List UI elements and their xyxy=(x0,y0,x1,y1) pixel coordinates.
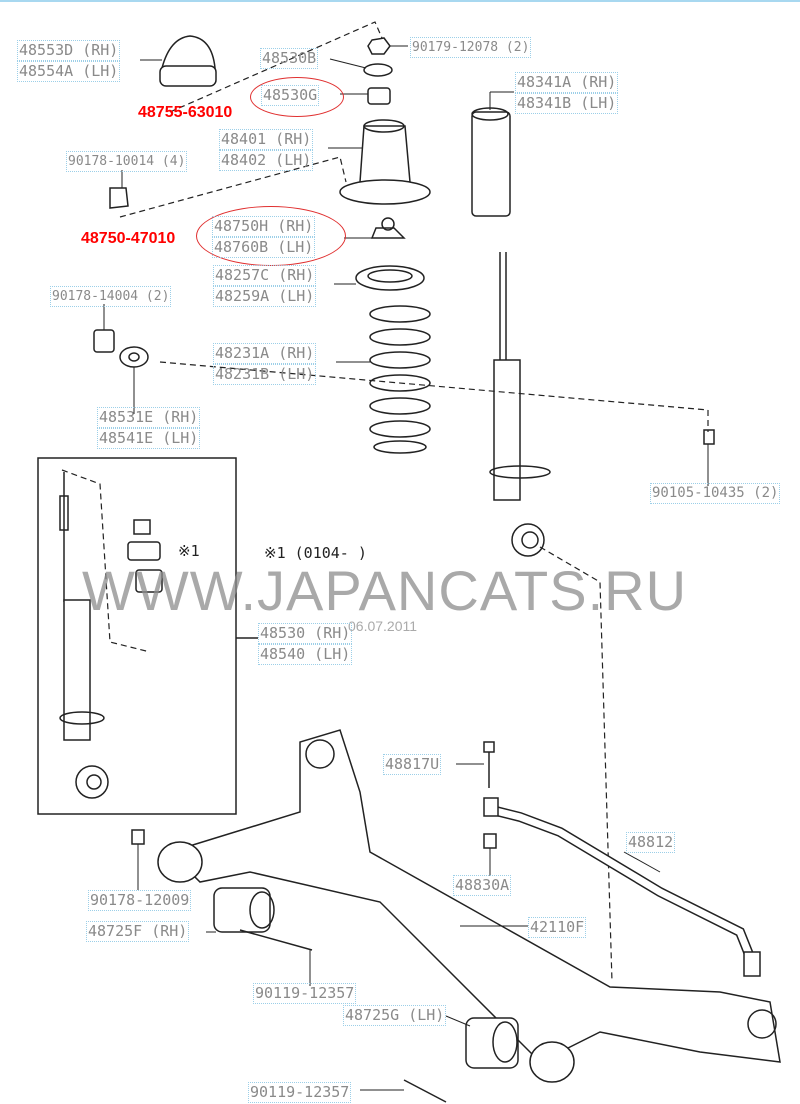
coil-spring-part xyxy=(369,305,431,454)
red-part-number[interactable]: 48750-47010 xyxy=(81,230,176,247)
part-label-48817u[interactable]: 48817U xyxy=(383,754,442,775)
spring-seat-part xyxy=(355,265,425,291)
part-label-48830a[interactable]: 48830A xyxy=(453,875,512,896)
part-label-90105[interactable]: 90105-10435 (2) xyxy=(650,483,781,504)
note-mark: ※1 xyxy=(178,542,200,560)
part-label-90179[interactable]: 90179-12078 (2) xyxy=(410,37,532,58)
bolt-part xyxy=(703,429,715,445)
part-label-48750[interactable]: 48750H (RH)48760B (LH) xyxy=(212,216,316,258)
part-label-48725g[interactable]: 48725G (LH) xyxy=(343,1005,447,1026)
part-label-48257[interactable]: 48257C (RH)48259A (LH) xyxy=(213,265,317,307)
part-label-48530g[interactable]: 48530G xyxy=(261,85,320,106)
part-label-90178-10014[interactable]: 90178-10014 (4) xyxy=(66,151,188,172)
part-label-42110f[interactable]: 42110F xyxy=(528,917,587,938)
part-label-48530b[interactable]: 48530B xyxy=(260,48,319,69)
inset-frame xyxy=(37,457,237,815)
red-part-number[interactable]: 48755-63010 xyxy=(138,104,233,121)
part-label-48231[interactable]: 48231A (RH)48231B (LH) xyxy=(213,343,317,385)
part-label-90119-b[interactable]: 90119-12357 xyxy=(248,1082,352,1103)
shock-absorber-part xyxy=(489,252,551,557)
highlight-oval xyxy=(250,77,344,117)
part-label-48341[interactable]: 48341A (RH)48341B (LH) xyxy=(515,72,619,114)
axle-beam-part xyxy=(157,729,781,1083)
bushing-part xyxy=(93,329,149,368)
inset-shock-absorber xyxy=(59,472,163,799)
bound-stopper-part xyxy=(471,107,511,217)
part-label-90178-14004[interactable]: 90178-14004 (2) xyxy=(50,286,172,307)
part-label-48725f[interactable]: 48725F (RH) xyxy=(86,921,190,942)
bushing-48725-part xyxy=(213,887,519,1069)
part-label-48530[interactable]: 48530 (RH)48540 (LH) xyxy=(258,623,353,665)
dashed-guides xyxy=(119,21,709,983)
note-range: ※1 (0104- ) xyxy=(264,544,367,562)
bolt-48817u-part xyxy=(483,741,499,849)
part-label-90178-12009[interactable]: 90178-12009 xyxy=(88,890,192,911)
part-label-48553[interactable]: 48553D (RH)48554A (LH) xyxy=(17,40,121,82)
date-stamp: 06.07.2011 xyxy=(348,618,418,634)
top-nut-part xyxy=(363,37,393,105)
part-label-90119-a[interactable]: 90119-12357 xyxy=(253,983,357,1004)
part-label-48812[interactable]: 48812 xyxy=(626,832,676,853)
part-label-48531[interactable]: 48531E (RH)48541E (LH) xyxy=(97,407,201,449)
part-label-48401[interactable]: 48401 (RH)48402 (LH) xyxy=(219,129,314,171)
dust-cap-part xyxy=(159,35,217,87)
watermark: WWW.JAPANCATS.RU xyxy=(82,559,688,622)
leader-lines xyxy=(103,45,709,1091)
stabilizer-bar-part xyxy=(490,805,761,977)
bump-stopper-part xyxy=(370,217,406,239)
nut-part xyxy=(109,187,129,209)
upper-support-part xyxy=(339,119,431,205)
